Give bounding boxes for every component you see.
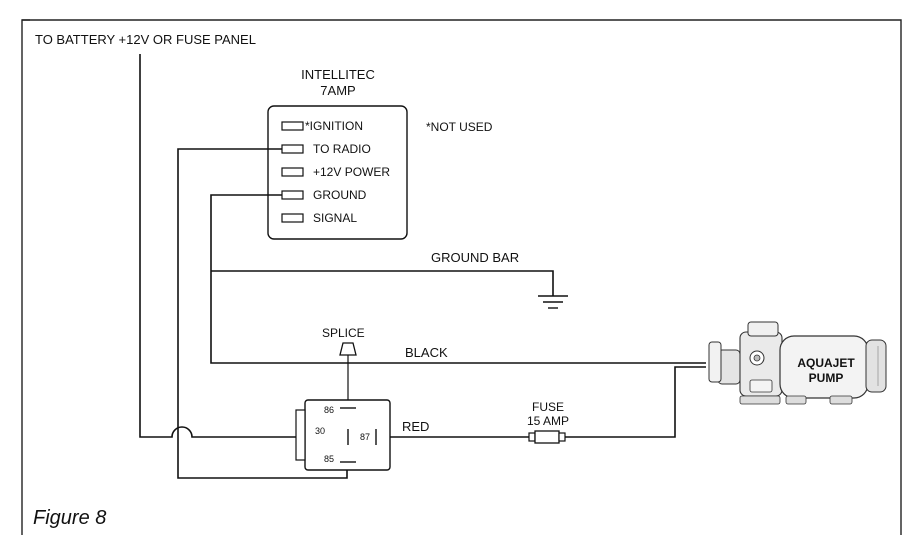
pin-label-ignition: *IGNITION	[305, 119, 363, 133]
ground-bar-label: GROUND BAR	[431, 250, 519, 265]
module-title: INTELLITEC	[301, 67, 375, 82]
ground-bar-wire	[211, 270, 554, 296]
relay	[295, 399, 391, 471]
pin-label-to-radio: TO RADIO	[313, 142, 371, 156]
black-wire-label: BLACK	[405, 345, 448, 360]
splice-label: SPLICE	[322, 326, 365, 340]
module-pin-ignition: *IGNITION	[281, 119, 363, 133]
figure-frame	[21, 19, 902, 535]
relay-pin-85: 85	[324, 454, 334, 464]
ground-wire	[210, 194, 706, 364]
fuse-icon	[528, 430, 566, 444]
pump-label: AQUAJET	[797, 356, 855, 370]
red-wire-label: RED	[402, 419, 429, 434]
relay-pin-86: 86	[324, 405, 334, 415]
fuse-label: FUSE	[532, 400, 564, 414]
module-pin-signal: SIGNAL	[281, 211, 357, 225]
module-pin-12v-power: +12V POWER	[281, 165, 390, 179]
splice-icon	[339, 342, 357, 356]
pin-label-signal: SIGNAL	[313, 211, 357, 225]
red-wire	[390, 366, 706, 438]
pump-label-line2: PUMP	[809, 371, 844, 385]
aquajet-pump-icon	[708, 321, 887, 405]
radio-wire	[177, 148, 348, 479]
pin-label-ground: GROUND	[313, 188, 367, 202]
battery-label: TO BATTERY +12V OR FUSE PANEL	[35, 32, 256, 47]
intellitec-module	[267, 105, 408, 240]
fuse-rating-label: 15 AMP	[527, 414, 569, 428]
battery-wire	[139, 54, 296, 438]
pin-label-12v-power: +12V POWER	[313, 165, 390, 179]
ground-symbol-icon	[538, 295, 568, 309]
relay-pin-87: 87	[360, 432, 370, 442]
module-subtitle: 7AMP	[320, 83, 355, 98]
relay-pin-30: 30	[315, 426, 325, 436]
figure-caption: Figure 8	[33, 507, 106, 529]
not-used-note: *NOT USED	[426, 120, 493, 134]
